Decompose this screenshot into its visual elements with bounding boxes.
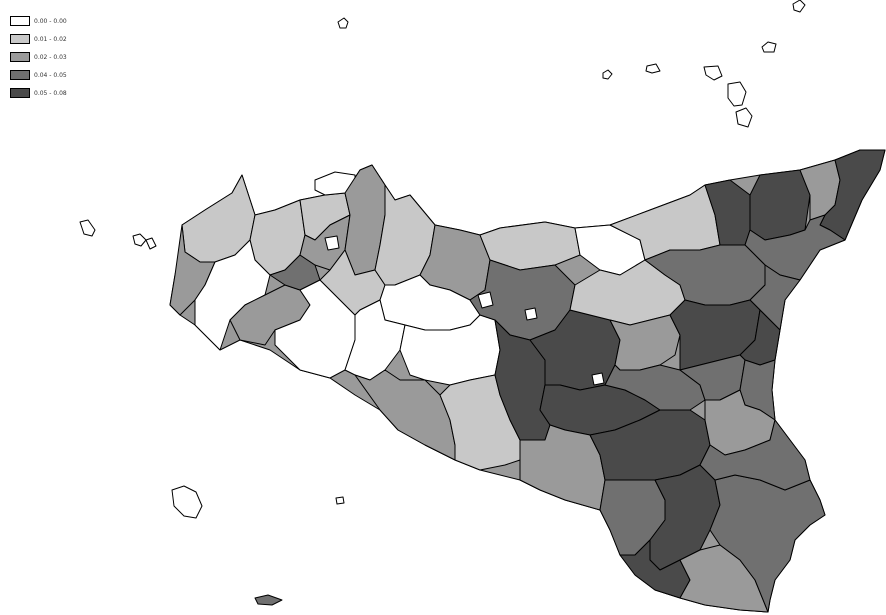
island-egadi-3 (145, 237, 157, 250)
island-vulcano (735, 107, 753, 128)
enclave-2 (477, 291, 494, 309)
legend-label-class-2: 0.01 - 0.02 (34, 35, 67, 43)
island-linosa (335, 496, 345, 505)
island-aeolian-5 (703, 65, 723, 81)
island-pantelleria (171, 485, 203, 519)
island-aeolian-2 (761, 41, 777, 53)
legend-item-class-4: 0.04 - 0.05 (10, 66, 67, 84)
island-lampedusa (254, 594, 283, 606)
enclave-1 (324, 235, 340, 251)
island-egadi-2 (132, 233, 147, 247)
legend-swatch-class-3 (10, 52, 30, 62)
region-sc7 (609, 314, 681, 371)
legend-label-class-3: 0.02 - 0.03 (34, 53, 67, 61)
region-w6 (269, 254, 321, 291)
island-aeolian-1 (792, 0, 806, 13)
island-aeolian-3 (602, 69, 613, 80)
legend-label-class-4: 0.04 - 0.05 (34, 71, 67, 79)
island-lipari (727, 81, 747, 107)
legend-swatch-class-1 (10, 16, 30, 26)
legend-item-class-3: 0.02 - 0.03 (10, 48, 67, 66)
map-legend: 0.00 - 0.00 0.01 - 0.02 0.02 - 0.03 0.04… (10, 12, 67, 102)
island-aeolian-4 (645, 63, 661, 74)
legend-item-class-5: 0.05 - 0.08 (10, 84, 67, 102)
enclave-3 (524, 307, 538, 321)
legend-label-class-1: 0.00 - 0.00 (34, 17, 67, 25)
island-ustica (337, 17, 349, 29)
region-e3 (749, 169, 811, 241)
legend-swatch-class-4 (10, 70, 30, 80)
region-e14 (699, 419, 811, 491)
island-egadi-1 (79, 219, 96, 237)
legend-swatch-class-2 (10, 34, 30, 44)
legend-item-class-1: 0.00 - 0.00 (10, 12, 67, 30)
enclave-4 (591, 372, 605, 386)
legend-label-class-5: 0.05 - 0.08 (34, 89, 67, 97)
legend-item-class-2: 0.01 - 0.02 (10, 30, 67, 48)
legend-swatch-class-5 (10, 88, 30, 98)
